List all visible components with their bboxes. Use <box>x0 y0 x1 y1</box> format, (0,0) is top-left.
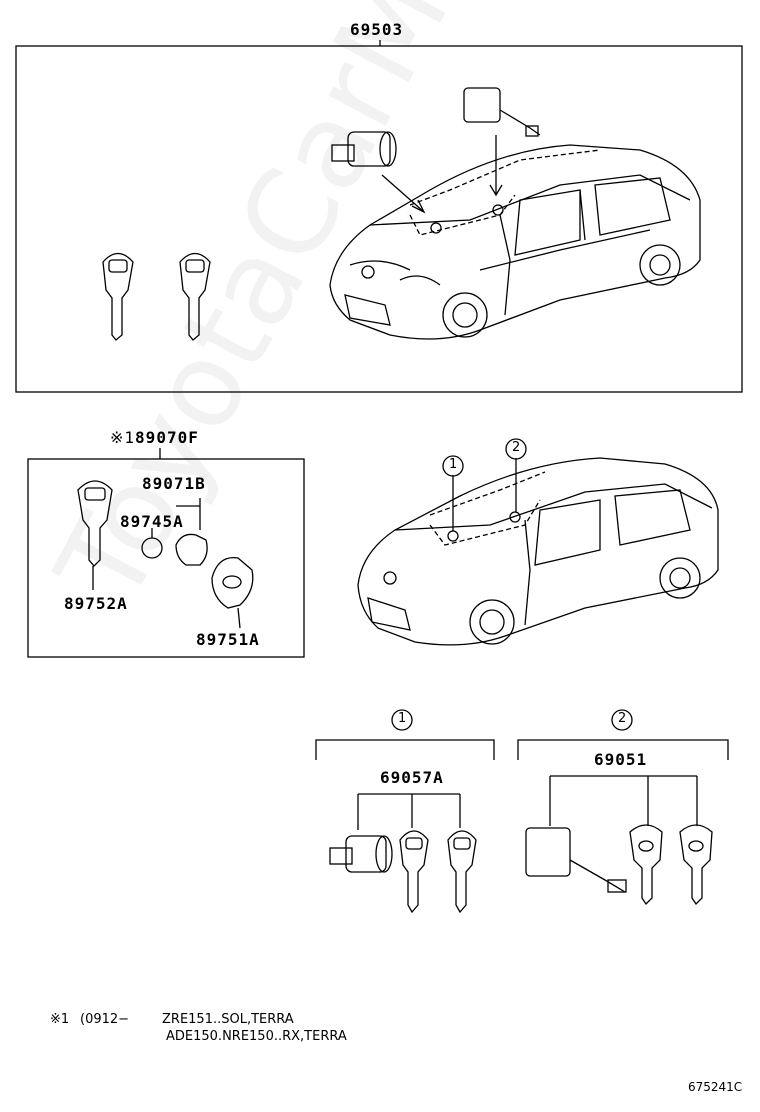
box-69503 <box>15 45 743 393</box>
case-89751a <box>211 557 254 629</box>
footnote-line-2: ADE150.NRE150..RX,TERRA <box>166 1029 347 1044</box>
key-69051-2 <box>679 824 713 906</box>
key-top-1 <box>102 252 134 341</box>
callout-label-1-mid: 1 <box>449 457 458 472</box>
box-89070f <box>27 458 305 658</box>
callout-label-2-bottom: 2 <box>618 711 627 726</box>
door-lock-cylinder-top <box>331 131 397 167</box>
part-number-69503: 69503 <box>350 20 404 39</box>
part-number-69057a: 69057A <box>380 768 444 787</box>
part-number-69051: 69051 <box>594 750 648 769</box>
door-lock-cylinder-69057a <box>329 835 393 873</box>
car-middle-illustration <box>357 457 719 646</box>
key-top-2 <box>179 252 211 341</box>
part-number-89751a: 89751A <box>196 630 260 649</box>
part-number-89071b: 89071B <box>142 474 206 493</box>
footnote-mark-label: ※1 <box>50 1012 70 1027</box>
cover-89071b <box>175 533 208 566</box>
key-69057a-1 <box>399 830 429 914</box>
key-89752a <box>77 480 113 590</box>
callout-2-mid <box>505 438 527 460</box>
battery-89745a <box>141 528 163 559</box>
callout-1-mid <box>442 455 464 477</box>
footnote-mark: ※1 <box>110 428 136 447</box>
part-number-89070f: ※189070F <box>110 428 199 447</box>
footnote-line-1: ZRE151..SOL,TERRA <box>162 1012 294 1027</box>
part-number-89745a: 89745A <box>120 512 184 531</box>
callout-1-bottom <box>391 709 413 731</box>
key-69051-1 <box>629 824 663 906</box>
part-number-89070f-value: 89070F <box>135 428 199 447</box>
ignition-cylinder-69051 <box>525 827 627 893</box>
callout-2-bottom <box>611 709 633 731</box>
part-number-89752a: 89752A <box>64 594 128 613</box>
footnote-date: (0912− <box>80 1012 130 1027</box>
key-69057a-2 <box>447 830 477 914</box>
diagram-code: 675241C <box>688 1080 743 1094</box>
callout-label-2-mid: 2 <box>512 440 521 455</box>
ignition-cylinder-top <box>463 87 541 137</box>
callout-label-1-bottom: 1 <box>398 711 407 726</box>
car-top-illustration <box>329 144 701 340</box>
